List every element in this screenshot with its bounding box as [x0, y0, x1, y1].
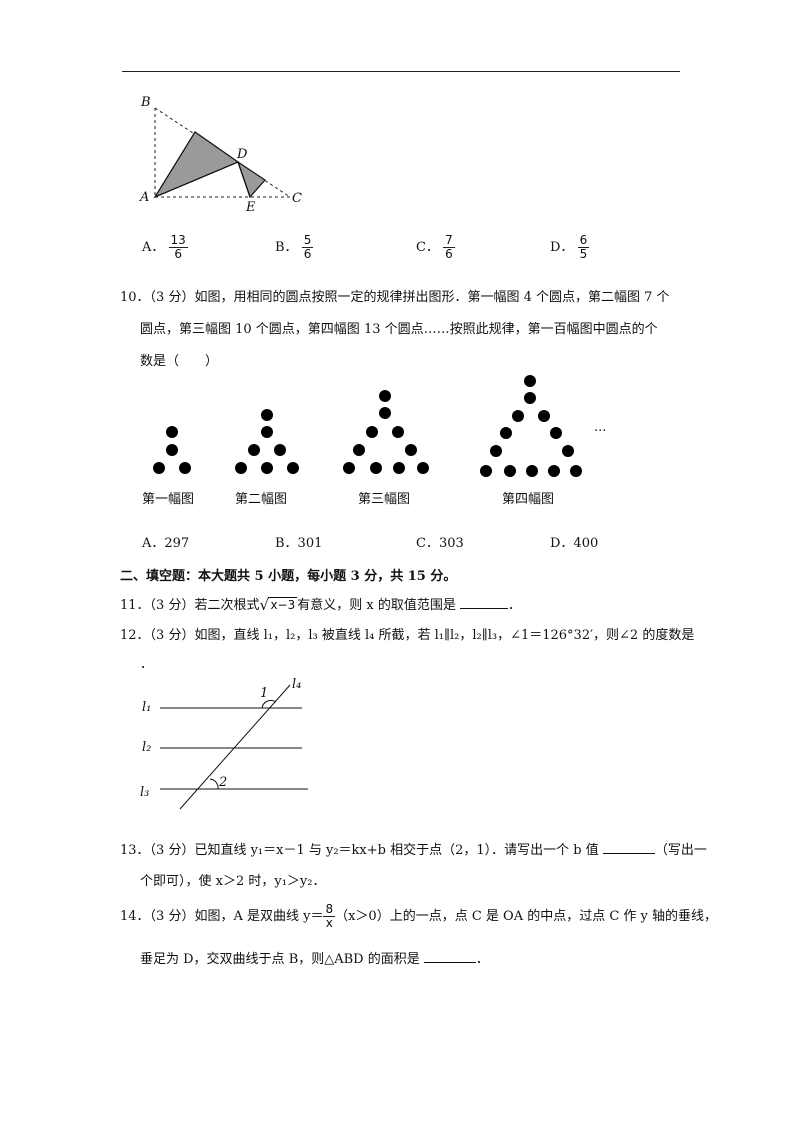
header-rule: [122, 71, 680, 72]
q13-line-2: 个即可），使 x＞2 时，y₁＞y₂．: [140, 874, 326, 889]
q9-label-a: A: [140, 190, 150, 205]
q14-line-2: 垂足为 D，交双曲线于点 B，则△ABD 的面积是 ．: [140, 950, 489, 967]
section-2-heading: 二、填空题：本大题共 5 小题，每小题 3 分，共 15 分。: [120, 569, 457, 584]
pattern-4: [480, 375, 582, 477]
q12-label-angle-1: 1: [260, 686, 269, 701]
q10-option-c[interactable]: C．303: [416, 536, 464, 551]
q12-line-1: 12．（3 分）如图，直线 l₁，l₂，l₃ 被直线 l₄ 所截，若 l₁∥l₂…: [120, 628, 695, 643]
q11-answer-blank[interactable]: [460, 596, 508, 609]
q12-label-l2: l₂: [142, 740, 152, 755]
angle-2-arc: [209, 778, 219, 790]
q12-parallel-lines-figure: [160, 684, 308, 810]
q10-caption-3: 第三幅图: [358, 492, 411, 507]
q10-option-d[interactable]: D．400: [550, 536, 599, 551]
q9-label-e: E: [246, 200, 256, 215]
q10-line-3: 数是（ ）: [140, 354, 219, 369]
q10-ellipsis: ···: [594, 424, 607, 439]
q12-label-l3: l₃: [140, 785, 150, 800]
q13-line-1: 13．（3 分）已知直线 y₁＝x－1 与 y₂＝kx+b 相交于点（2，1）．…: [120, 841, 707, 858]
q10-caption-1: 第一幅图: [142, 492, 195, 507]
q13-answer-blank[interactable]: [602, 841, 655, 854]
q9-label-c: C: [292, 191, 302, 206]
q14-answer-blank[interactable]: [423, 950, 476, 963]
q10-option-b[interactable]: B．301: [275, 536, 323, 551]
q10-option-a[interactable]: A．297: [142, 536, 190, 551]
q12-label-angle-2: 2: [219, 775, 228, 790]
q10-line-1: 10．（3 分）如图，用相同的圆点按照一定的规律拼出图形．第一幅图 4 个圆点，…: [120, 290, 670, 305]
q10-dot-patterns: [153, 375, 582, 477]
angle-1-arc: [261, 699, 277, 709]
pattern-3: [343, 390, 429, 474]
q9-label-d: D: [237, 147, 248, 162]
q12-label-l4: l₄: [292, 677, 302, 692]
pattern-1: [153, 426, 191, 474]
q10-caption-2: 第二幅图: [235, 492, 288, 507]
q9-triangle-figure: [153, 107, 291, 199]
q9-shaded-left: [153, 131, 240, 199]
q10-caption-4: 第四幅图: [502, 492, 555, 507]
q12-label-l1: l₁: [142, 700, 152, 715]
line-l4: [179, 684, 291, 810]
q9-shaded-right: [236, 160, 266, 199]
q11-radical: √x−3: [259, 596, 298, 614]
q12-line-2: ．: [140, 657, 154, 672]
pattern-2: [235, 409, 299, 474]
q9-label-b: B: [141, 95, 151, 110]
q10-line-2: 圆点，第三幅图 10 个圆点，第四幅图 13 个圆点……按照此规律，第一百幅图中…: [140, 322, 658, 337]
